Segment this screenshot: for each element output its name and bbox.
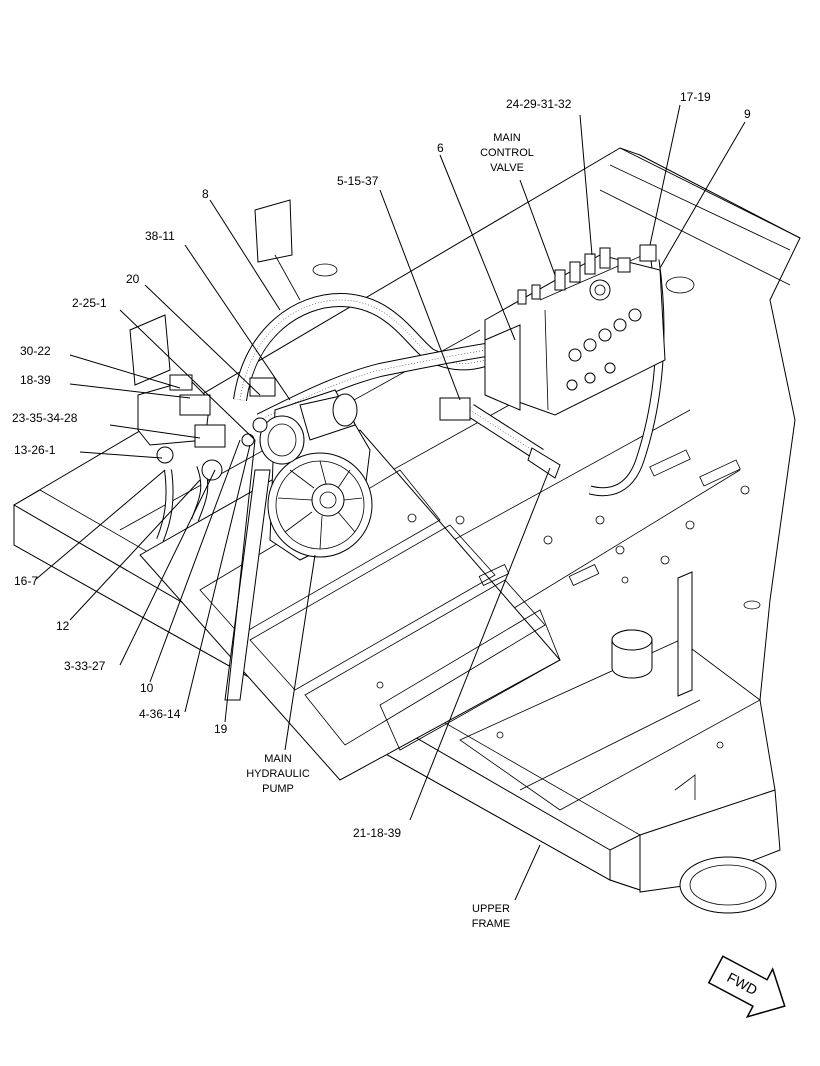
callout-4-36-14: 4-36-14 (139, 707, 181, 721)
callout-10: 10 (140, 681, 154, 695)
callout-23-35-34-28: 23-35-34-28 (12, 411, 78, 425)
callout-30-22: 30-22 (20, 344, 51, 358)
leader-lines (34, 104, 746, 901)
callout-12: 12 (56, 619, 70, 633)
callout-18-39: 18-39 (20, 373, 51, 387)
callout-38-11: 38-11 (145, 229, 175, 243)
frame-label-line1: UPPER (472, 903, 510, 915)
upper-frame (13, 147, 801, 914)
callout-numbers: 24-29-31-32 17-19 9 6 5-15-37 8 38-11 20… (12, 90, 751, 840)
callout-5-15-37: 5-15-37 (337, 174, 379, 188)
callout-16-7: 16-7 (14, 574, 38, 588)
control-valve-label-line2: CONTROL (480, 147, 534, 159)
callout-8: 8 (202, 187, 209, 201)
forward-direction-arrow: FWD (707, 955, 786, 1019)
main-control-valve (484, 244, 666, 416)
pump-label-line3: PUMP (262, 783, 294, 795)
callout-24-29-31-32: 24-29-31-32 (506, 97, 572, 111)
control-valve-label-line3: VALVE (490, 162, 524, 174)
control-valve-label-line1: MAIN (493, 132, 521, 144)
main-hydraulic-pump (137, 374, 561, 701)
callout-21-18-39: 21-18-39 (353, 826, 401, 840)
pump-label-line2: HYDRAULIC (246, 768, 310, 780)
callout-6: 6 (437, 141, 444, 155)
component-labels: MAIN CONTROL VALVE MAIN HYDRAULIC PUMP U… (246, 132, 534, 930)
callout-20: 20 (126, 272, 140, 286)
callout-19: 19 (214, 722, 228, 736)
frame-label-line2: FRAME (472, 918, 511, 930)
pump-label-line1: MAIN (264, 753, 292, 765)
callout-13-26-1: 13-26-1 (14, 443, 56, 457)
callout-17-19: 17-19 (680, 90, 711, 104)
callout-2-25-1: 2-25-1 (72, 296, 107, 310)
callout-3-33-27: 3-33-27 (64, 659, 106, 673)
callout-9: 9 (744, 107, 751, 121)
